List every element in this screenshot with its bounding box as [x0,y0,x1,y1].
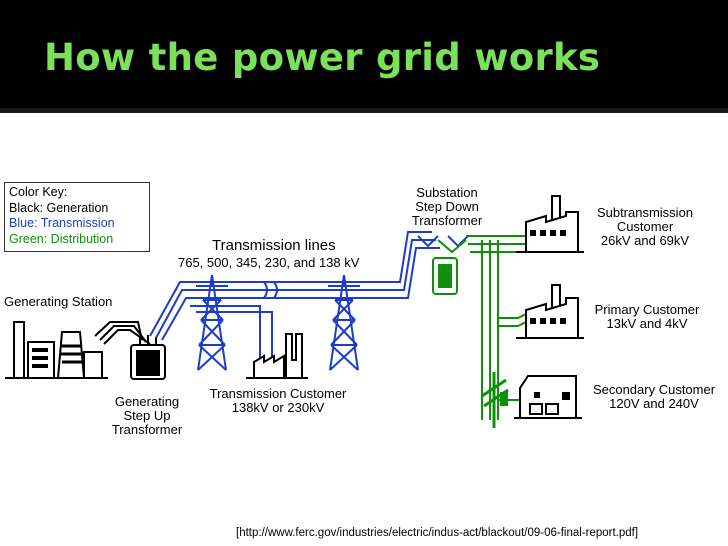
subtransmission-customer-factory [516,195,584,253]
label-primary-customer: Primary Customer 13kV and 4kV [588,303,706,331]
label-substation-line-2: Step Down [415,199,479,214]
color-key: Color Key: Black: Generation Blue: Trans… [4,182,150,252]
color-key-generation: Black: Generation [9,200,109,215]
color-key-transmission: Blue: Transmission [9,216,115,230]
label-substation: Substation Step Down Transformer [402,186,492,228]
label-transmission-customer-line-2: 138kV or 230kV [231,400,325,415]
generating-station [5,321,108,379]
label-primary-line-1: Primary Customer [594,302,700,317]
distribution-pole [481,372,509,428]
label-substation-line-3: Transformer [411,213,483,228]
title-underline [0,108,728,113]
label-secondary-line-2: 120V and 240V [609,396,699,411]
label-substation-line-1: Substation [416,185,478,200]
label-step-up-line-1: Generating [114,394,180,409]
slide-title: How the power grid works [44,36,601,79]
transmission-customer-factory [246,333,308,379]
label-transmission-voltages: 765, 500, 345, 230, and 138 kV [178,255,360,270]
transmission-tower-right [328,274,360,371]
step-up-transformer [130,335,166,380]
label-step-up-transformer: Generating Step Up Transformer [104,395,190,437]
label-secondary-line-1: Secondary Customer [592,382,716,397]
secondary-customer-house [514,375,582,419]
title-bar [0,0,728,113]
generation-lines [94,321,151,345]
transmission-lines [149,231,440,360]
label-step-up-line-2: Step Up [123,408,171,423]
label-subtransmission-line-2: Customer [616,219,674,234]
label-subtransmission-line-3: 26kV and 69kV [600,233,690,248]
label-step-up-line-3: Transformer [111,422,183,437]
label-transmission-lines: Transmission lines [212,237,336,254]
transmission-tower-left [196,274,228,371]
label-transmission-customer: Transmission Customer 138kV or 230kV [198,387,358,415]
label-transmission-customer-line-1: Transmission Customer [209,386,347,401]
color-key-heading: Color Key: [9,185,68,199]
color-key-distribution: Green: Distribution [9,231,114,246]
source-citation: [http://www.ferc.gov/industries/electric… [236,527,639,539]
label-generating-station: Generating Station [4,294,113,309]
label-primary-line-2: 13kV and 4kV [606,316,688,331]
primary-customer-factory [516,284,584,339]
label-subtransmission-line-1: Subtransmission [596,205,694,220]
substation-transformer [417,235,469,295]
label-secondary-customer: Secondary Customer 120V and 240V [584,383,724,411]
label-subtransmission-customer: Subtransmission Customer 26kV and 69kV [588,206,702,248]
